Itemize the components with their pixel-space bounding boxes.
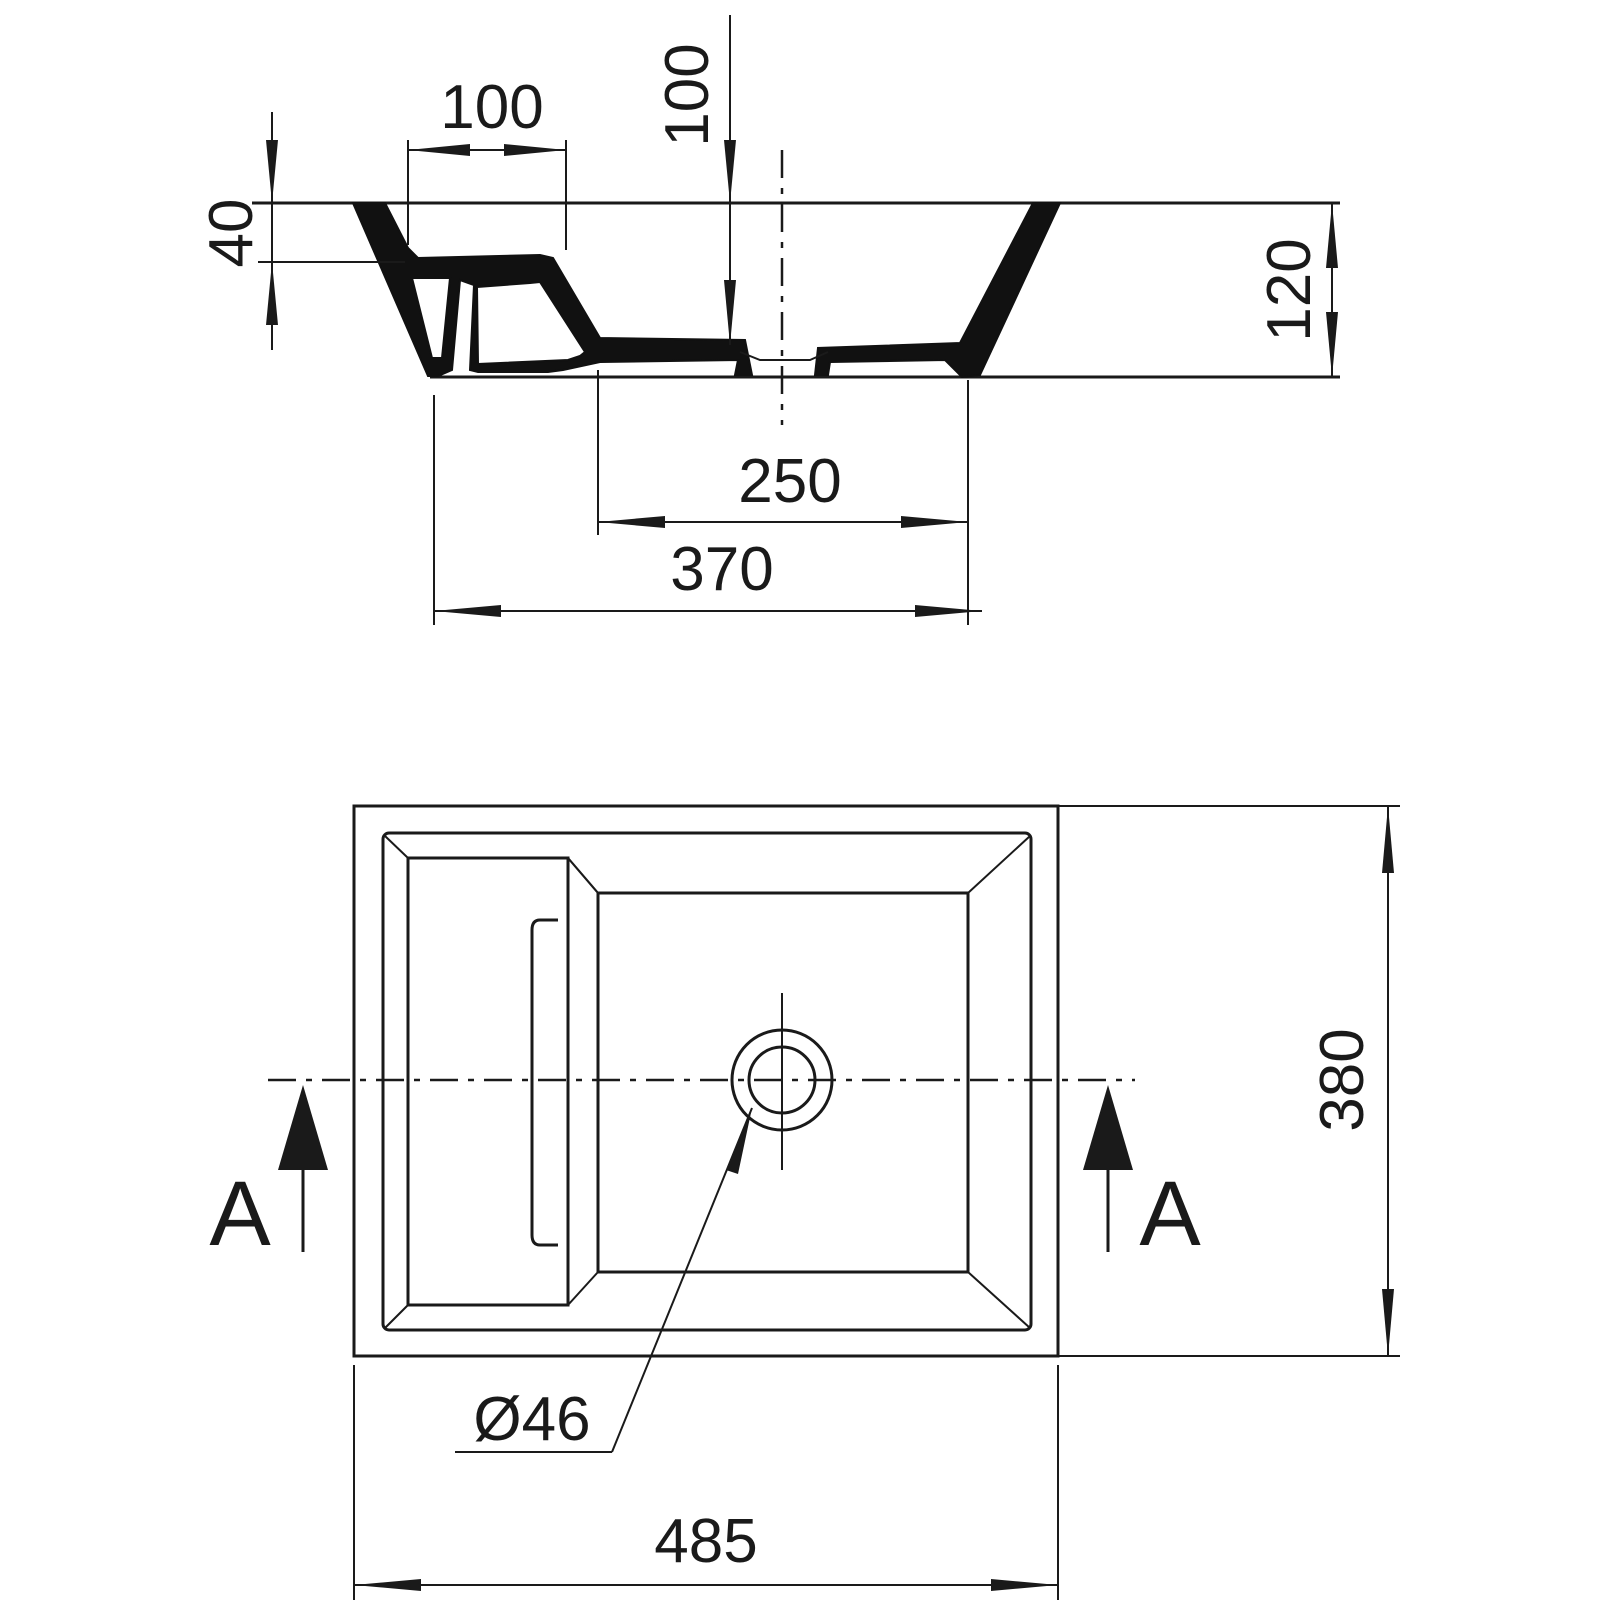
hidden: [598, 836, 1030, 858]
arrow: [434, 605, 501, 617]
plan-view: A A Ø46 380 485: [209, 804, 1400, 1600]
basin-outline: [352, 804, 1060, 1358]
corner-line: [384, 835, 409, 859]
arrow: [354, 1579, 421, 1591]
basin-profile-right: [813, 202, 1062, 379]
corner-line: [384, 1304, 409, 1329]
dim-label-top-width: 100: [440, 73, 543, 142]
arrow: [915, 605, 982, 617]
arrow: [266, 262, 278, 325]
shelf-slot: [530, 918, 558, 1247]
corner-line: [967, 1271, 1031, 1329]
dim-label-depth-vertical: 100: [653, 43, 722, 146]
basin-hollow: [410, 277, 452, 359]
dim-label-depth: 380: [1308, 1028, 1377, 1131]
arrow: [724, 140, 736, 203]
shelf-cutout: [475, 280, 587, 366]
section-mark-left: A: [209, 1163, 271, 1265]
corner-line: [967, 835, 1031, 894]
dim-label-inner-bottom: 250: [738, 447, 841, 516]
dim-label-rim-height: 40: [197, 199, 266, 268]
basin-profile-left: [351, 202, 754, 377]
arrow: [1326, 203, 1338, 268]
bowl-bottom: [596, 891, 970, 1274]
arrow: [1326, 312, 1338, 377]
soap-shelf: [406, 856, 570, 1307]
section-arrow-right: [1083, 1085, 1133, 1170]
section-arrow-left: [278, 1085, 328, 1170]
arrow: [1382, 806, 1394, 873]
dim-label-drain-diameter: Ø46: [473, 1385, 590, 1454]
arrow: [991, 1579, 1058, 1591]
section-mark-right: A: [1139, 1163, 1201, 1265]
leader-arrow: [726, 1108, 752, 1174]
arrow: [724, 280, 736, 345]
arrow: [266, 140, 278, 203]
basin-rim: [381, 831, 1033, 1332]
arrow: [901, 516, 968, 528]
dim-label-total-height: 120: [1255, 238, 1324, 341]
arrow: [504, 144, 566, 156]
dim-label-base-width: 370: [670, 535, 773, 604]
arrow: [408, 144, 470, 156]
corner-line: [567, 1271, 599, 1306]
arrow: [598, 516, 665, 528]
section-view: 100 100 40 120 250 370: [197, 15, 1340, 625]
corner-line: [567, 857, 599, 894]
drain-section: [739, 351, 829, 361]
arrow: [1382, 1289, 1394, 1356]
dim-label-width: 485: [654, 1507, 757, 1576]
